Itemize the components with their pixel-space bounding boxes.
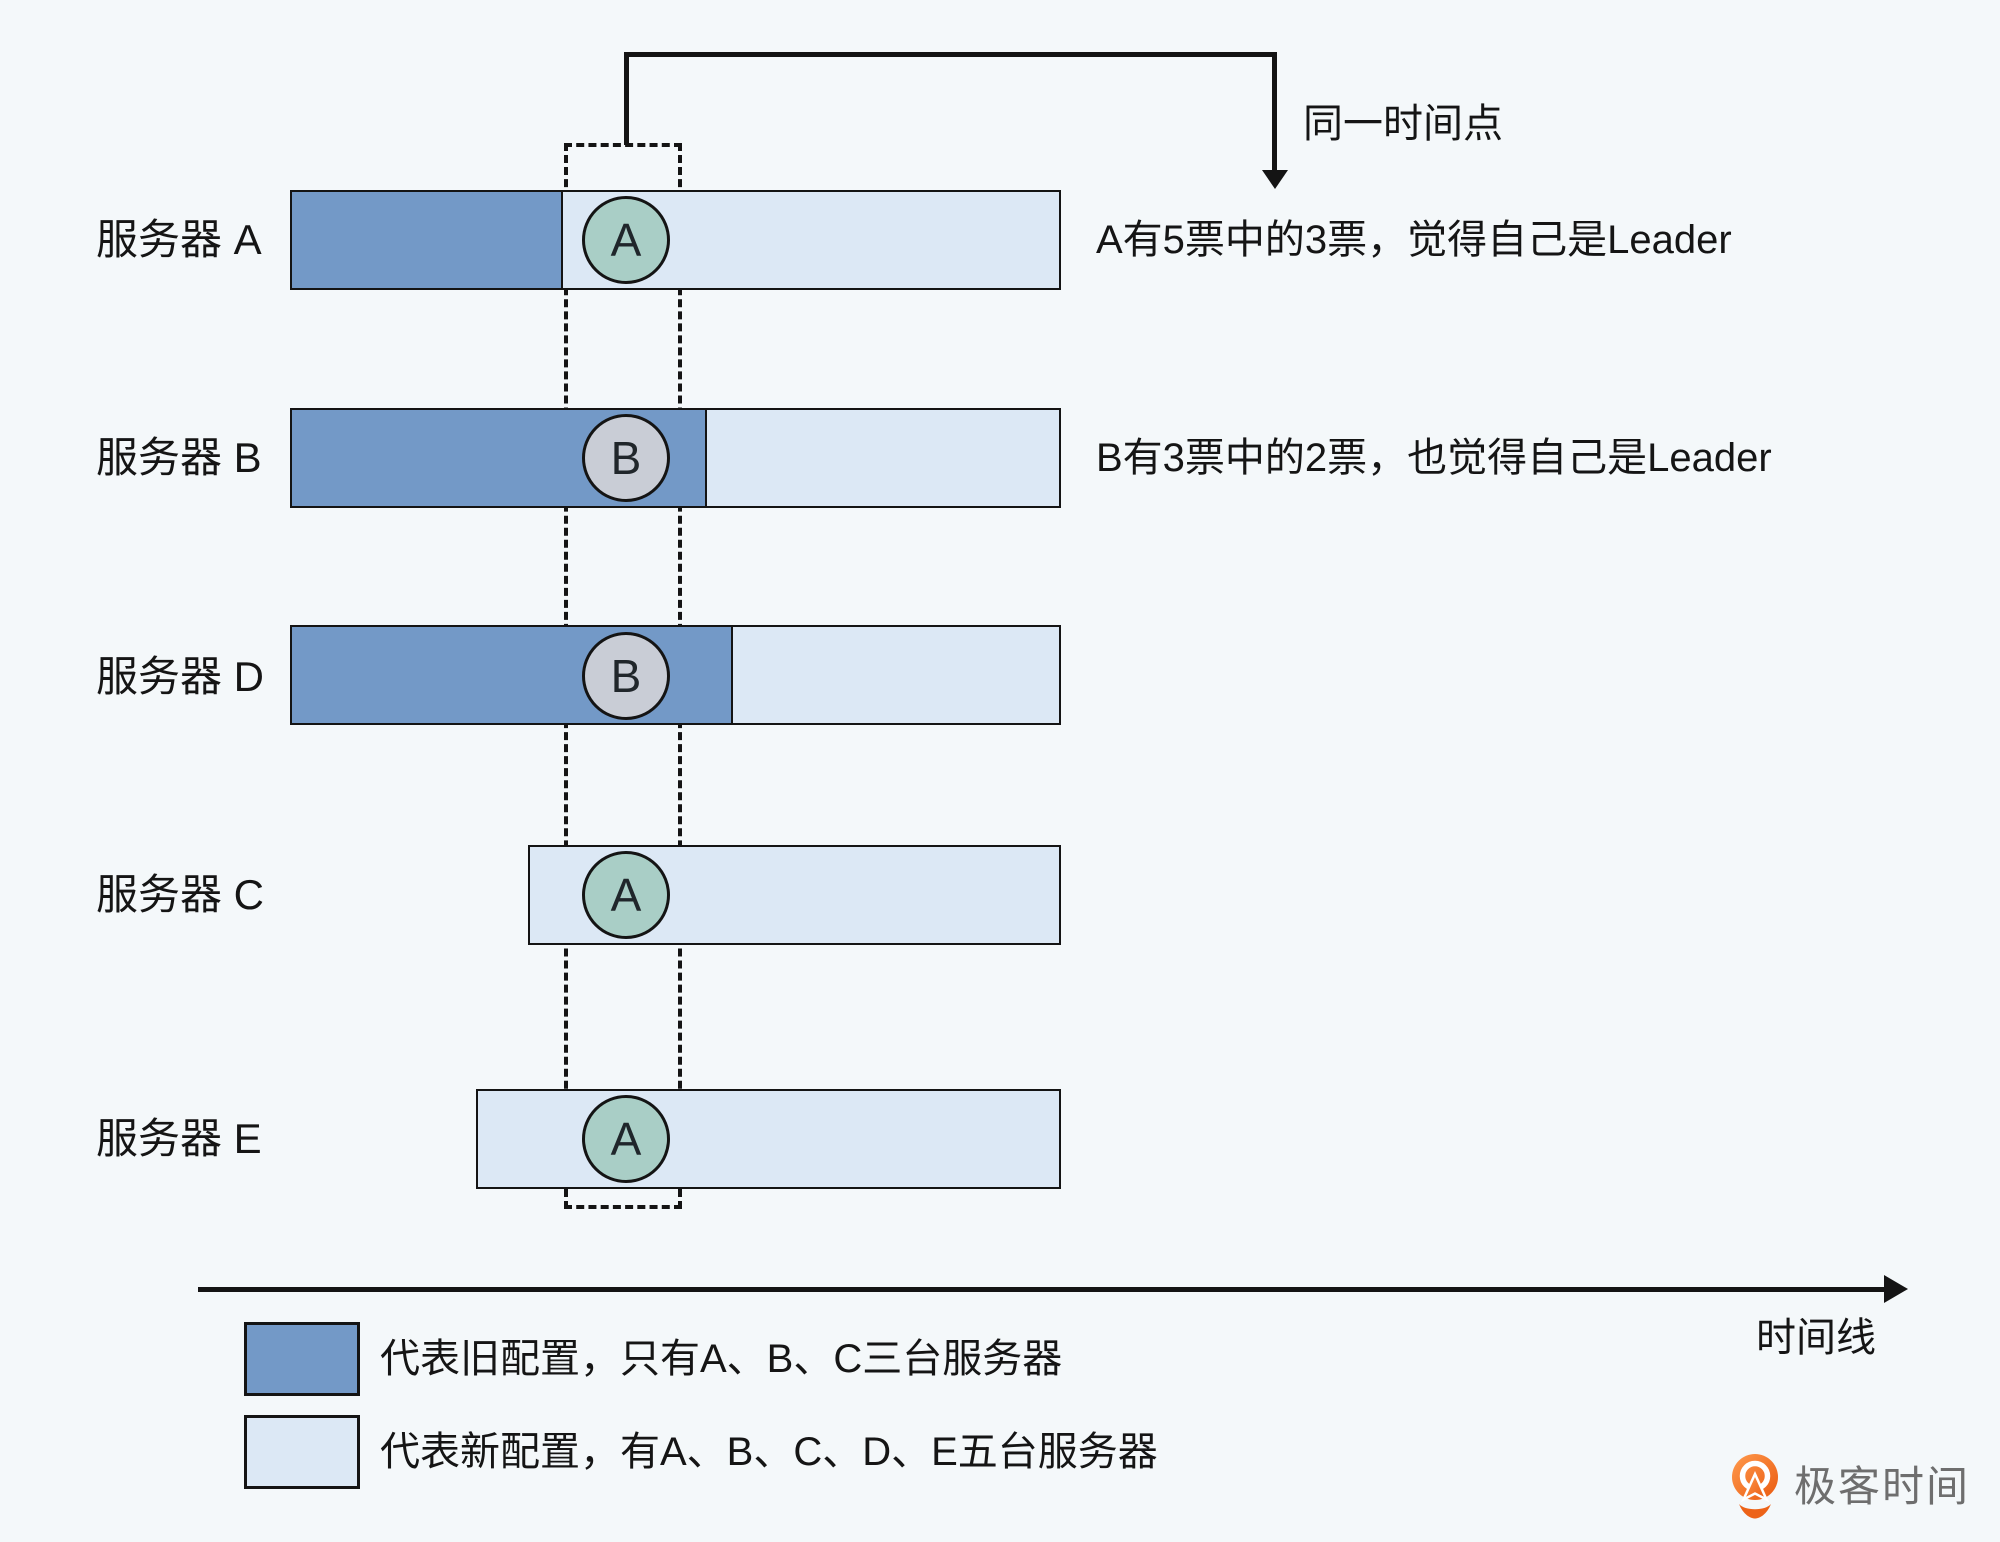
vote-circle-server-d: B: [582, 632, 670, 720]
same-time-connector-vertical-right: [1272, 52, 1277, 172]
vote-letter: A: [610, 869, 642, 921]
legend-label-new-config: 代表新配置，有A、B、C、D、E五台服务器: [380, 1430, 1158, 1474]
legend-label-old-config: 代表旧配置，只有A、B、C三台服务器: [380, 1337, 1063, 1381]
time-axis-label: 时间线: [1756, 1316, 1876, 1360]
annotation-server-b: B有3票中的2票，也觉得自己是Leader: [1096, 436, 1772, 480]
time-axis-arrowhead-icon: [1884, 1275, 1908, 1303]
vote-letter: B: [610, 432, 642, 484]
same-time-connector-horizontal: [624, 52, 1277, 57]
vote-letter: A: [610, 1113, 642, 1165]
server-label-c: 服务器 C: [96, 871, 265, 918]
server-label-b: 服务器 B: [96, 434, 262, 481]
same-time-connector-vertical-left: [624, 52, 629, 145]
vote-letter: B: [610, 650, 642, 702]
new-config-segment: [478, 1091, 1059, 1187]
timeline-bar-server-e: [476, 1089, 1061, 1189]
vote-circle-server-e: A: [582, 1095, 670, 1183]
legend-swatch-old-config: [244, 1322, 360, 1396]
timeline-bar-server-b: [290, 408, 1061, 508]
vote-circle-server-c: A: [582, 851, 670, 939]
server-label-e: 服务器 E: [96, 1115, 262, 1162]
same-time-arrowhead-icon: [1262, 170, 1288, 189]
legend-swatch-new-config: [244, 1415, 360, 1489]
server-label-a: 服务器 A: [96, 216, 262, 263]
geektime-logo-text: 极客时间: [1794, 1463, 1971, 1510]
annotation-server-a: A有5票中的3票，觉得自己是Leader: [1096, 218, 1732, 262]
same-time-label: 同一时间点: [1303, 102, 1503, 146]
server-label-d: 服务器 D: [96, 653, 265, 700]
geektime-logo: 极客时间: [1730, 1453, 1968, 1523]
new-config-segment: [707, 410, 1059, 506]
vote-circle-server-b: B: [582, 414, 670, 502]
timeline-bar-server-d: [290, 625, 1061, 725]
new-config-segment: [733, 627, 1059, 723]
time-axis-line: [198, 1287, 1888, 1292]
geektime-logo-icon: [1732, 1454, 1778, 1519]
vote-circle-server-a: A: [582, 196, 670, 284]
timeline-bar-server-a: [290, 190, 1061, 290]
old-config-segment: [292, 192, 563, 288]
vote-letter: A: [610, 214, 642, 266]
